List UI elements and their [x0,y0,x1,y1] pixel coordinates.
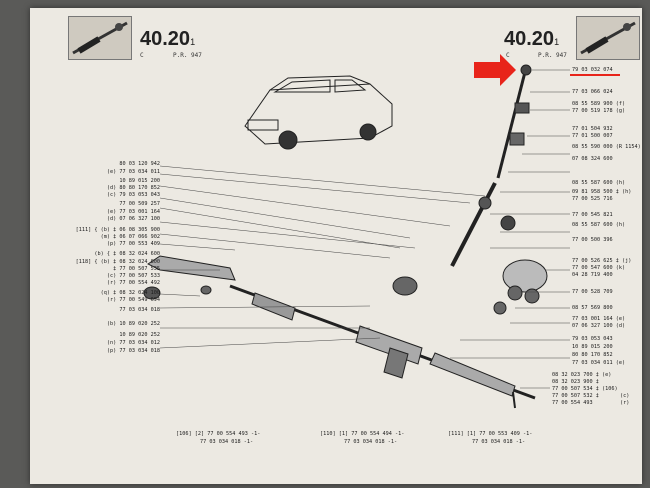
left-label: [111] { (b) ‡ 06 08 305 900 [75,227,160,233]
right-label: 08 55 587 600 (h) [572,180,626,186]
bushing-block [493,259,548,315]
steering-rack-thumbnail-icon [576,16,640,60]
right-label: 79 03 032 074 [572,67,613,73]
left-label: (r) 77 00 549 694 [106,297,160,303]
right-label: 07 06 327 100 (d) [572,323,626,329]
left-label: (n) 77 03 034 012 [106,340,160,346]
left-label: 77 03 034 018 [119,307,160,313]
right-label: 77 00 519 178 (g) [572,108,626,114]
left-label: (r) 77 00 554 492 [106,280,160,286]
left-label: [118] { (b) ‡ 08 32 024 800 [75,259,160,265]
left-label: (b) { ‡ 08 32 024 600 [94,251,160,257]
code-right-pr: P.R. 947 [538,52,567,59]
right-label: 77 01 500 007 [572,133,613,139]
left-label: 77 00 509 257 [119,201,160,207]
right-label: 08 55 590 000 (R 1154) [572,144,641,150]
right-label: 08 32 023 900 ‡ [552,379,599,385]
right-label: (c) [620,393,630,399]
left-label: (e) 77 03 034 011 [106,169,160,175]
catalog-page: 40.201 C P.R. 947 40.201 C P.R. 947 [30,8,642,484]
right-label: 77 00 526 625 ‡ (j) [572,258,632,264]
red-arrow-icon [474,54,516,86]
left-track-rod [143,255,236,300]
right-label: 08 55 587 600 (h) [572,222,626,228]
right-label: 04 28 719 400 [572,272,613,278]
right-label: 77 00 554 493 [552,400,593,406]
right-label: 77 00 528 709 [572,289,613,295]
left-label: (p) 77 03 034 018 [106,348,160,354]
left-label: (e) 77 03 001 164 [106,209,160,215]
rubber-coupling [392,276,418,296]
right-label: 10 89 015 200 [572,344,613,350]
left-label: 10 89 020 252 [119,332,160,338]
right-label: 09 81 958 500 ‡ (h) [572,189,632,195]
right-label: 77 00 507 532 ‡ [552,393,599,399]
steering-rack-thumbnail-icon [68,16,132,60]
right-label: 08 32 023 700 ‡ (e) [552,372,612,378]
left-label: (q) ‡ 08 32 024 100 [100,290,160,296]
left-label: (d) 80 80 170 852 [106,185,160,191]
left-label: 80 03 120 942 [119,161,160,167]
right-label: 79 03 053 043 [572,336,613,342]
right-label: 77 03 034 011 (e) [572,360,626,366]
page-number-left: 40.201 [140,28,196,50]
left-label: (c) 77 00 507 533 [106,273,160,279]
right-label: 07 08 324 600 [572,156,613,162]
footer-reference: [111] [1] 77 00 553 409 -1-77 03 034 018… [448,431,533,445]
right-label: 77 00 545 821 [572,212,613,218]
right-label: 77 00 525 716 [572,196,613,202]
car-illustration [244,75,393,150]
steering-exploded-diagram [143,54,620,409]
left-label: (d) 07 06 327 100 [106,216,160,222]
left-label: (c) 79 03 053 043 [106,192,160,198]
right-label: 08 57 569 800 [572,305,613,311]
code-right-c: C [506,52,510,59]
steering-column [450,64,532,267]
right-label: 77 00 507 534 ‡ (106) [552,386,618,392]
leader-lines-right [450,69,570,389]
right-label: 77 03 066 024 [572,89,613,95]
right-label: 77 00 500 396 [572,237,613,243]
right-label: 77 00 547 600 (k) [572,265,626,271]
left-label: 10 89 015 200 [119,178,160,184]
right-label: 77 01 504 932 [572,126,613,132]
left-label: (b) 10 89 020 252 [106,321,160,327]
left-label: (m) ‡ 06 07 066 902 [100,234,160,240]
right-label: 08 55 589 900 (f) [572,101,626,107]
footer-reference: [110] [1] 77 00 554 494 -1-77 03 034 018… [320,431,405,445]
page-number-right: 40.201 [504,28,560,50]
left-label: (p) 77 00 553 409 [106,241,160,247]
right-label: 80 80 170 852 [572,352,613,358]
right-label: 77 03 001 164 (e) [572,316,626,322]
right-label: (r) [620,400,630,406]
leader-lines-left [159,165,486,349]
code-left-c: C [140,52,144,59]
left-label: ‡ 77 00 507 535 [113,266,160,272]
code-left-pr: P.R. 947 [173,52,202,59]
right-track-rod [429,352,516,409]
footer-reference: [106] [2] 77 00 554 493 -1-77 03 034 018… [176,431,261,445]
